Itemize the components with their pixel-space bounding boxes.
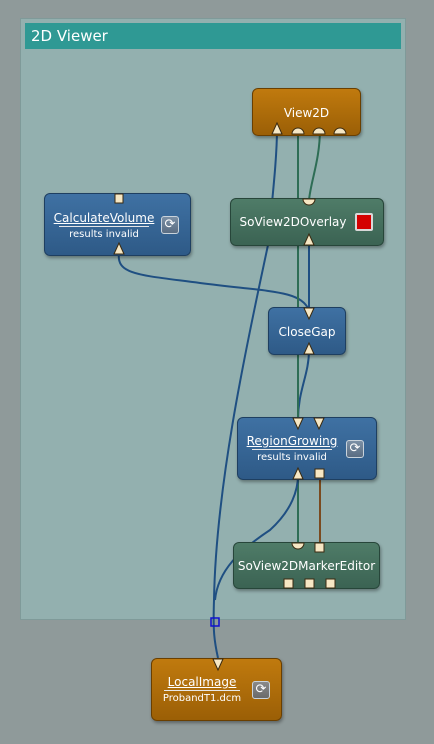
panel-title: 2D Viewer: [25, 23, 401, 49]
node-title: CloseGap: [278, 325, 336, 339]
node-status: results invalid: [69, 229, 139, 240]
node-title: SoView2DMarkerEditor: [237, 559, 376, 573]
node-soview2d-marker-editor[interactable]: SoView2DMarkerEditor: [233, 542, 380, 589]
wire-calcvol-closegap: [117, 252, 310, 311]
refresh-icon[interactable]: ⟳: [252, 681, 270, 699]
node-title: LocalImage: [167, 675, 237, 689]
wire-localimage-regiongrowing: [214, 474, 299, 601]
node-title: View2D: [283, 106, 330, 120]
node-soview2d-overlay[interactable]: SoView2DOverlay: [230, 198, 384, 246]
divider: [164, 690, 240, 691]
node-calculate-volume[interactable]: CalculateVolume results invalid ⟳: [44, 193, 191, 256]
node-file: ProbandT1.dcm: [162, 693, 242, 704]
refresh-icon[interactable]: ⟳: [161, 216, 179, 234]
node-region-growing[interactable]: RegionGrowing results invalid ⟳: [237, 417, 377, 480]
node-local-image[interactable]: LocalImage ProbandT1.dcm ⟳: [151, 658, 282, 721]
node-view2d[interactable]: View2D: [252, 88, 361, 136]
wire-localimage-view2d: [212, 127, 278, 659]
wire-junction: [210, 617, 220, 627]
wire-overlay-view2d-b: [308, 127, 321, 201]
divider: [252, 449, 332, 450]
node-title: SoView2DOverlay: [239, 215, 347, 229]
node-close-gap[interactable]: CloseGap: [268, 307, 346, 355]
record-icon[interactable]: [355, 213, 373, 231]
divider: [59, 226, 149, 227]
node-title: CalculateVolume: [53, 211, 155, 225]
refresh-icon[interactable]: ⟳: [346, 440, 364, 458]
node-title: RegionGrowing: [246, 434, 338, 448]
wire-regiongrowing-closegap: [297, 349, 310, 421]
node-status: results invalid: [257, 452, 327, 463]
